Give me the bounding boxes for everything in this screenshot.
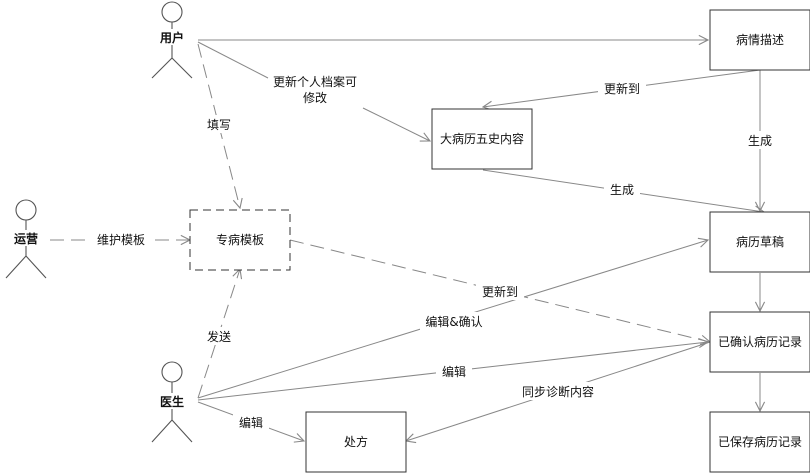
- actor-doctor-label: 医生: [160, 394, 184, 409]
- edge-label-edit-confirm: 编辑&确认: [425, 314, 482, 329]
- edge-user-to-five-history-tail: [362, 107, 430, 141]
- node-saved[interactable]: 已保存病历记录: [709, 411, 810, 473]
- node-five-history-label: 大病历五史内容: [440, 131, 524, 146]
- actor-ops[interactable]: 运营: [5, 199, 47, 279]
- node-confirmed[interactable]: 已确认病历记录: [709, 311, 810, 373]
- actor-doctor[interactable]: 医生: [151, 361, 193, 443]
- actor-user[interactable]: 用户: [151, 1, 193, 79]
- edge-label-edit-prescription: 编辑: [239, 415, 263, 430]
- node-confirmed-label: 已确认病历记录: [718, 334, 802, 349]
- edge-label-update-archive-line1: 更新个人档案可: [273, 74, 357, 89]
- node-prescription[interactable]: 处方: [305, 411, 407, 473]
- node-prescription-label: 处方: [344, 434, 368, 449]
- edge-label-update-archive-line2: 修改: [303, 90, 327, 105]
- edge-label-update-to-confirmed: 更新到: [482, 284, 518, 299]
- edge-label-generate-draft-from-desc: 生成: [748, 134, 772, 148]
- node-illness-desc[interactable]: 病情描述: [709, 9, 810, 71]
- edge-label-fill-in: 填写: [207, 118, 231, 132]
- node-template-label: 专病模板: [216, 232, 264, 247]
- edge-user-to-five-history: [197, 41, 269, 79]
- actor-ops-label: 运营: [14, 231, 38, 246]
- node-five-history[interactable]: 大病历五史内容: [431, 108, 533, 170]
- node-template[interactable]: 专病模板: [189, 209, 291, 271]
- edge-label-maintain-template: 维护模板: [97, 233, 145, 247]
- node-illness-desc-label: 病情描述: [736, 32, 784, 47]
- node-draft[interactable]: 病历草稿: [709, 211, 810, 273]
- edge-label-send: 发送: [207, 329, 231, 344]
- actor-user-label: 用户: [159, 30, 184, 45]
- edge-label-update-to-five-history: 更新到: [604, 81, 640, 96]
- node-draft-label: 病历草稿: [736, 234, 784, 249]
- node-saved-label: 已保存病历记录: [718, 434, 802, 449]
- edge-label-generate-draft-from-history: 生成: [610, 183, 634, 197]
- edge-label-sync-diagnosis: 同步诊断内容: [522, 384, 594, 399]
- edge-label-edit-confirmed: 编辑: [442, 364, 466, 379]
